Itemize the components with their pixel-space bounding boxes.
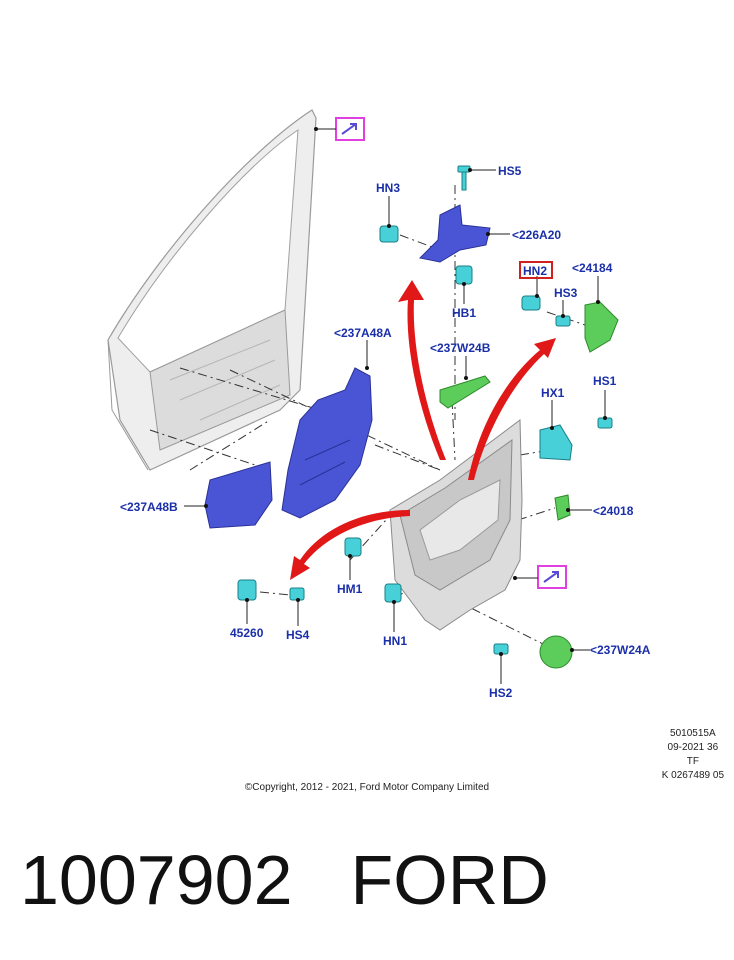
copyright-notice: ©Copyright, 2012 - 2021, Ford Motor Comp… [244, 782, 490, 793]
screw-hs4 [289, 587, 305, 601]
part-number: 1007902 [20, 841, 293, 919]
label-hn2: HN2 [523, 264, 547, 278]
clip-hb1 [455, 265, 473, 285]
removal-arrows [290, 280, 556, 580]
label-237a48a: <237A48A [334, 326, 392, 340]
part-237w24a [539, 635, 573, 669]
label-226a20: <226A20 [512, 228, 561, 242]
bracket-hx1 [539, 424, 573, 461]
label-hn3: HN3 [376, 181, 400, 195]
door-frame [107, 109, 317, 471]
label-hs3: HS3 [554, 286, 578, 300]
label-237w24b: <237W24B [430, 341, 491, 355]
drawing-date: 09-2021 36 [667, 742, 719, 753]
drawing-tag: TF [686, 756, 699, 767]
door-trim-panel [389, 419, 523, 631]
part-24018 [554, 494, 571, 521]
label-hm1: HM1 [337, 582, 363, 596]
panel-237a48a [281, 367, 373, 519]
label-hs5: HS5 [498, 164, 522, 178]
clip-hn3 [379, 225, 399, 243]
panel-237a48b [204, 461, 273, 529]
label-237w24a: <237W24A [590, 643, 651, 657]
part-number-heading: 1007902 FORD [20, 840, 549, 920]
label-hs2: HS2 [489, 686, 513, 700]
hn2-highlight-box [519, 261, 553, 279]
reference-arrow-icon [335, 117, 365, 141]
label-45260: 45260 [230, 626, 264, 640]
label-hx1: HX1 [541, 386, 565, 400]
label-237a48b: <237A48B [120, 500, 178, 514]
part-24184 [584, 301, 619, 353]
label-hb1: HB1 [452, 306, 476, 320]
drawing-code: 5010515A [670, 728, 716, 739]
brand-name: FORD [350, 841, 549, 919]
label-hn1: HN1 [383, 634, 407, 648]
clip-hn2 [521, 295, 541, 311]
label-24018: <24018 [593, 504, 634, 518]
label-hs4: HS4 [286, 628, 310, 642]
exploded-parts-diagram: HN3 HS5 <226A20 HB1 HN2 <24184 HS3 <237A… [107, 109, 651, 700]
drawing-reference: K 0267489 05 [661, 770, 724, 781]
label-hs1: HS1 [593, 374, 617, 388]
drawing-metadata: 5010515A 09-2021 36 TF K 0267489 05 [662, 727, 724, 783]
clip-hn1 [384, 583, 402, 603]
part-237w24b [439, 375, 491, 409]
leader-lines [184, 127, 607, 684]
label-24184: <24184 [572, 261, 613, 275]
clip-45260 [237, 579, 257, 601]
clip-hm1 [344, 537, 362, 557]
reference-arrow-icon [537, 565, 567, 589]
bracket-226a20 [418, 204, 491, 263]
